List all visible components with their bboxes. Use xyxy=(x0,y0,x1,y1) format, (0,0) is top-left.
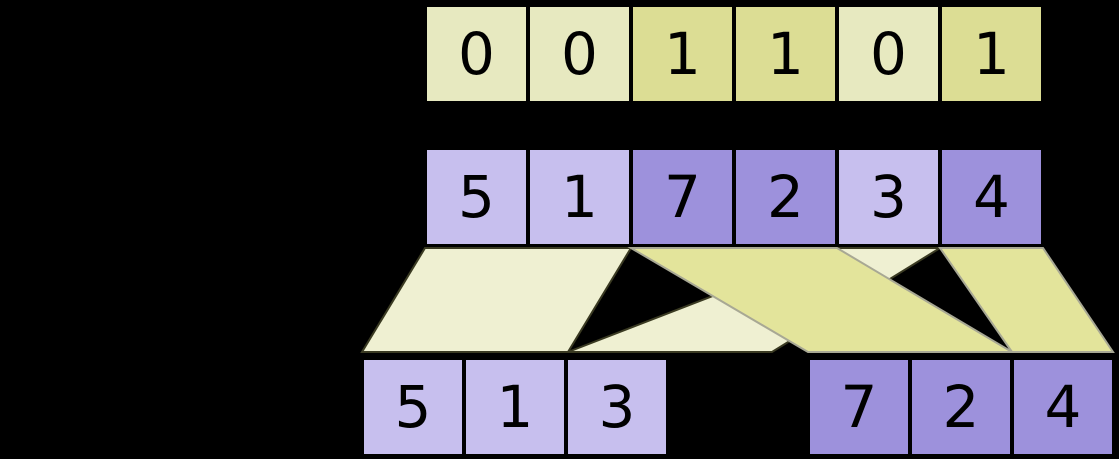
mask-cell-0: 0 xyxy=(425,5,528,103)
data-cell-4: 3 xyxy=(837,148,940,246)
mask-cell-4: 0 xyxy=(837,5,940,103)
data-cell-5: 4 xyxy=(940,148,1043,246)
mask-cell-1: 0 xyxy=(528,5,631,103)
mask-cell-5: 1 xyxy=(940,5,1043,103)
ribbon-true-slot3 xyxy=(938,247,1115,353)
output-false-cell-1: 1 xyxy=(464,358,566,456)
output-true-cell-2: 4 xyxy=(1012,358,1114,456)
data-cell-3: 2 xyxy=(734,148,837,246)
output-true-cell-0: 7 xyxy=(808,358,910,456)
ribbon-false-block-a xyxy=(360,247,633,353)
output-true-cell-1: 2 xyxy=(910,358,1012,456)
data-cell-1: 1 xyxy=(528,148,631,246)
data-cell-2: 7 xyxy=(631,148,734,246)
data-cell-0: 5 xyxy=(425,148,528,246)
mask-cell-2: 1 xyxy=(631,5,734,103)
mask-cell-3: 1 xyxy=(734,5,837,103)
output-false-cell-2: 3 xyxy=(566,358,668,456)
output-false-cell-0: 5 xyxy=(362,358,464,456)
